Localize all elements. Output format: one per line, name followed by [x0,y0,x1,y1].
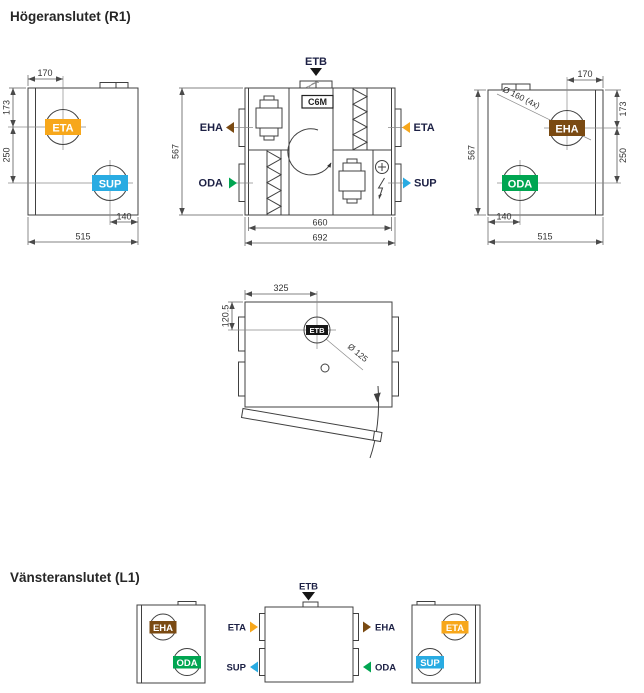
oda-flow-arrow-icon [229,177,237,189]
dim-250: 250 [618,148,628,163]
sup-badge [92,175,128,191]
removed-door-panel [240,407,383,443]
dim-515: 515 [537,232,552,242]
etb-arrow-icon [302,592,315,601]
dimensions: 170 173 250 140 515 [2,68,139,245]
sup-flow-arrow-icon [403,177,411,189]
linework [487,77,621,225]
control-box [301,94,334,109]
small-hole [320,363,330,373]
l1-side-left-view: EHA ODA [136,601,206,684]
dim-140: 140 [496,212,511,222]
linework [233,80,407,216]
dim-515: 515 [75,232,90,242]
eta-badge [441,621,469,634]
l1-side-right-view: ETA SUP [411,601,481,684]
l1-front-view: ETB ETA SUP EHA ODA [226,582,396,683]
oda-badge-label: ODA [508,179,533,191]
dimensions: 325 120.5 [221,283,317,330]
dim-170: 170 [37,68,52,78]
eha-flow-arrow-icon [226,122,234,133]
etb-arrow-icon [310,68,322,76]
supply-filter [351,88,369,151]
linework [259,601,359,683]
oda-badge-label: ODA [176,658,197,669]
dimensions: 567 660 692 [171,87,396,246]
sup-badge-label: SUP [99,179,122,191]
dim-173: 173 [2,100,12,115]
r1-side-left-view: ETA SUP 170 173 250 140 515 [2,68,139,245]
etb-badge [306,325,328,335]
dim-140: 140 [116,212,131,222]
eha-badge [149,621,177,634]
extract-filter [265,150,283,215]
eha-badge-label: EHA [153,623,173,634]
sup-flow-arrow-icon [250,661,258,673]
linework [411,601,481,684]
etb-port-label: ETB [299,582,318,593]
dim-170: 170 [577,69,592,79]
eta-port-label: ETA [414,122,435,134]
linework [136,601,206,684]
oda-badge [173,656,201,669]
sup-port-label: SUP [414,178,437,190]
control-box-label: C6M [308,97,327,107]
eha-badge [549,120,585,136]
etb-duct-circle [303,316,331,344]
r1-top-view: ETB Ø 125 325 120.5 [221,283,399,459]
r1-title: Högeranslutet (R1) [10,9,131,24]
dimensions: 170 173 250 567 140 515 [467,69,628,245]
electric-heater-icon [375,160,389,200]
l1-title: Vänsteranslutet (L1) [10,570,140,585]
extract-fan [255,95,283,141]
r1-side-right-view: Ø 160 (4x) EHA ODA 170 173 250 567 140 5… [467,69,628,245]
oda-flow-arrow-icon [363,661,371,673]
eta-badge-label: ETA [446,623,464,634]
dim-173: 173 [618,101,628,116]
dim-325: 325 [273,283,288,293]
dim-120-5: 120.5 [221,305,231,328]
eha-badge-label: EHA [555,124,578,136]
oda-port-label: ODA [199,178,224,190]
sup-badge [416,656,444,669]
linework [228,291,399,459]
dim-692: 692 [312,233,327,243]
eta-badge-label: ETA [52,123,73,135]
eta-flow-arrow-icon [402,122,410,133]
eta-flow-arrow-icon [250,621,258,633]
sup-badge-label: SUP [420,658,440,669]
dim-250: 250 [2,147,12,162]
oda-badge [502,175,538,191]
etb-port-label: ETB [305,56,327,68]
door-swing-arrow-icon [373,392,381,403]
eha-port-label: EHA [200,122,223,134]
r1-front-view: ETB C6M [171,56,437,246]
etb-badge-label: ETB [310,326,326,335]
eta-badge [45,119,81,135]
rotary-heat-exchanger [287,128,332,176]
dim-567: 567 [467,145,477,160]
supply-fan [338,158,366,204]
eta-port-label: ETA [228,623,246,634]
dim-567: 567 [171,144,181,159]
dim-660: 660 [312,218,327,228]
linework [8,76,139,225]
sup-port-label: SUP [226,663,246,674]
eha-flow-arrow-icon [363,621,371,633]
eha-port-label: EHA [375,623,395,634]
oda-port-label: ODA [375,663,396,674]
